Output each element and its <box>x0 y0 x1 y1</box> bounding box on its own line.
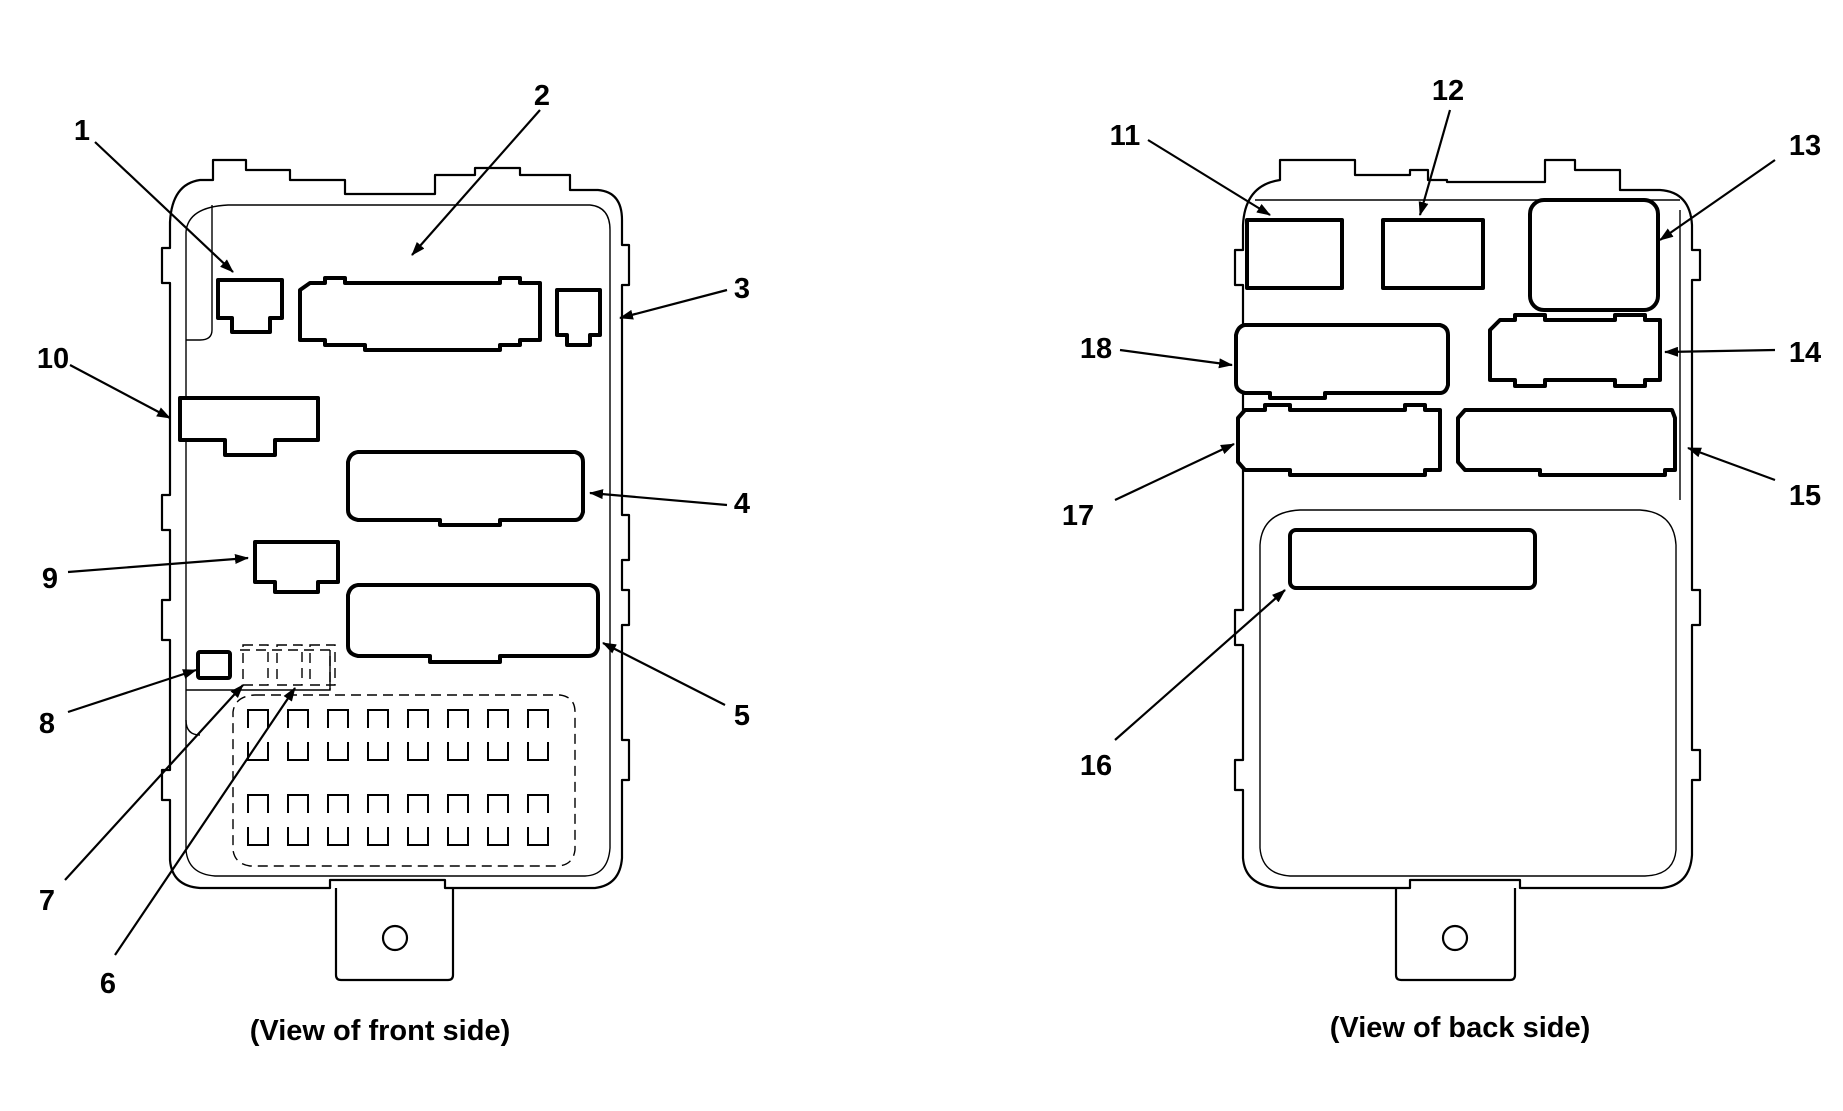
part-14-connector <box>1488 313 1662 388</box>
part-5-connector <box>346 583 600 664</box>
leader-15 <box>1687 446 1776 482</box>
front-housing-outline <box>160 158 631 890</box>
callout-12: 12 <box>1432 75 1464 107</box>
part-12-relay <box>1381 218 1485 290</box>
part-3-connector <box>555 288 602 347</box>
leader-1 <box>94 141 234 273</box>
callout-10: 10 <box>37 343 69 375</box>
callout-3: 3 <box>734 273 750 305</box>
fuse-slot <box>287 794 309 846</box>
callout-2: 2 <box>534 80 550 112</box>
fuse-slot <box>327 794 349 846</box>
part-9-connector <box>253 540 340 594</box>
leader-13 <box>1659 159 1776 241</box>
callout-11: 11 <box>1110 120 1141 152</box>
fuse-slot <box>367 709 389 761</box>
part-18-connector <box>1234 323 1450 400</box>
front-mounting-tab <box>334 888 455 982</box>
fuse-slot <box>247 794 269 846</box>
callout-5: 5 <box>734 700 750 732</box>
part-1-connector <box>216 278 284 334</box>
fuse-slot <box>487 709 509 761</box>
front-inner-outline <box>185 204 611 877</box>
fuse-slot <box>327 709 349 761</box>
fuse-slot <box>527 794 549 846</box>
front-mounting-hole <box>381 924 409 952</box>
callout-16: 16 <box>1080 750 1112 782</box>
front-view: 1 2 3 4 5 6 7 8 9 10 (View of front side… <box>37 80 750 1047</box>
leader-9 <box>67 554 249 574</box>
back-housing-outline <box>1233 158 1702 890</box>
leader-8 <box>67 668 197 714</box>
callout-9: 9 <box>42 563 58 595</box>
leader-12 <box>1418 109 1452 216</box>
leader-2 <box>411 109 541 256</box>
fuse-slot <box>447 709 469 761</box>
part-2-connector <box>298 276 542 352</box>
callout-14: 14 <box>1789 337 1821 369</box>
fuse-slot <box>287 709 309 761</box>
back-caption: (View of back side) <box>1330 1012 1591 1044</box>
callout-6: 6 <box>100 968 116 1000</box>
callout-7: 7 <box>39 885 55 917</box>
part-8-relay <box>196 650 232 680</box>
front-inner-divider <box>186 205 213 341</box>
leader-17 <box>1114 443 1235 501</box>
leader-3 <box>619 288 728 320</box>
leader-14 <box>1664 346 1776 357</box>
leader-4 <box>589 489 728 507</box>
leader-16 <box>1114 589 1286 741</box>
fuse-slot <box>407 794 429 846</box>
back-mounting-tab <box>1394 888 1517 982</box>
leader-6 <box>114 687 296 956</box>
fuse-slot <box>447 794 469 846</box>
leader-5 <box>602 642 726 706</box>
fuse-slot <box>367 794 389 846</box>
leader-7 <box>64 684 244 881</box>
callout-17: 17 <box>1062 500 1094 532</box>
fuse-block-dashed-top <box>240 649 331 690</box>
part-4-connector <box>346 450 585 527</box>
front-caption: (View of front side) <box>250 1015 510 1047</box>
part-13-relay <box>1528 198 1660 312</box>
leader-18 <box>1119 348 1233 369</box>
callout-18: 18 <box>1080 333 1112 365</box>
part-17-connector <box>1236 403 1442 477</box>
callout-1: 1 <box>74 115 90 147</box>
leader-10 <box>69 364 171 419</box>
fuse-slot <box>247 709 269 761</box>
fuse-block-dashed-outline <box>232 694 576 867</box>
back-inner-outline <box>1259 509 1677 877</box>
back-view: 11 12 13 14 15 16 17 18 (View of back si… <box>1062 75 1821 1044</box>
fuse-slot <box>487 794 509 846</box>
callout-8: 8 <box>39 708 55 740</box>
fuse-slot <box>407 709 429 761</box>
callout-15: 15 <box>1789 480 1821 512</box>
back-mounting-hole <box>1441 924 1469 952</box>
callout-13: 13 <box>1789 130 1821 162</box>
callout-4: 4 <box>734 488 750 520</box>
fuse-grid <box>247 709 549 846</box>
parts-6-7-dashed-slots <box>242 644 336 686</box>
part-10-connector <box>178 396 320 457</box>
part-15-connector <box>1456 408 1677 477</box>
part-11-relay <box>1245 218 1344 290</box>
fuse-slot <box>527 709 549 761</box>
part-16-connector <box>1288 528 1537 590</box>
leader-11 <box>1147 139 1271 216</box>
